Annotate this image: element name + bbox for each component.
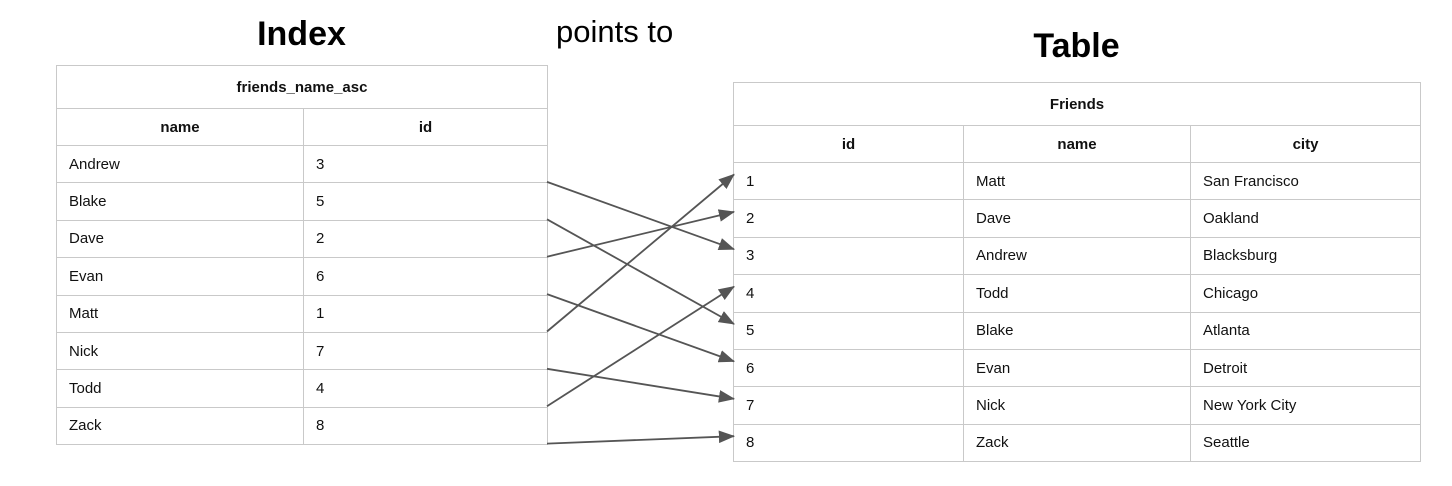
- index-cell-id: 4: [303, 369, 548, 408]
- friends-cell-id: 1: [733, 161, 964, 201]
- table-row: Nick 7: [56, 331, 548, 371]
- friends-cell-city: Oakland: [1189, 199, 1422, 238]
- friends-cell-name: Blake: [963, 311, 1191, 350]
- table-row: 6 Evan Detroit: [733, 348, 1422, 388]
- pointer-arrow: [546, 293, 736, 363]
- points-to-caption: points to: [556, 14, 674, 49]
- index-heading: Index: [257, 15, 346, 53]
- index-cell-id: 6: [303, 257, 548, 296]
- friends-cell-city: New York City: [1189, 386, 1422, 425]
- table-row: 4 Todd Chicago: [733, 274, 1422, 313]
- pointer-arrows: [546, 173, 736, 445]
- index-table-body: friends_name_asc name id Andrew 3 Blake …: [56, 65, 548, 446]
- table-row: 1 Matt San Francisco: [733, 161, 1422, 201]
- table-row: 7 Nick New York City: [733, 386, 1422, 425]
- friends-col-header-name: name: [963, 125, 1191, 163]
- friends-cell-id: 5: [733, 311, 964, 350]
- friends-cell-name: Andrew: [963, 236, 1191, 276]
- index-cell-name: Dave: [56, 219, 304, 259]
- index-title-row: friends_name_asc: [56, 65, 548, 109]
- friends-cell-id: 7: [733, 386, 964, 425]
- friends-col-header-city: city: [1189, 125, 1422, 163]
- friends-cell-city: Seattle: [1189, 423, 1422, 463]
- table-row: Andrew 3: [56, 144, 548, 184]
- friends-title-cell: Friends: [732, 82, 1422, 126]
- index-header-row: name id: [56, 108, 548, 146]
- friends-cell-name: Todd: [963, 274, 1191, 313]
- friends-cell-id: 8: [733, 423, 964, 463]
- index-title-cell: friends_name_asc: [56, 65, 548, 109]
- table-row: Zack 8: [56, 406, 548, 446]
- index-cell-id: 5: [303, 182, 548, 221]
- pointer-arrow: [546, 367, 736, 403]
- index-cell-id: 1: [303, 294, 548, 333]
- friends-cell-name: Nick: [963, 386, 1191, 425]
- index-cell-name: Andrew: [56, 144, 304, 184]
- table-row: 3 Andrew Blacksburg: [733, 236, 1422, 276]
- index-cell-name: Blake: [56, 182, 304, 221]
- index-cell-id: 7: [303, 331, 548, 371]
- table-row: 8 Zack Seattle: [733, 423, 1422, 463]
- friends-cell-name: Matt: [963, 161, 1191, 201]
- friends-col-header-id: id: [733, 125, 964, 163]
- index-cell-name: Evan: [56, 257, 304, 296]
- friends-cell-city: Detroit: [1189, 348, 1422, 388]
- table-row: Matt 1: [56, 294, 548, 333]
- pointer-arrow: [546, 285, 735, 407]
- friends-cell-id: 6: [733, 348, 964, 388]
- table-row: 5 Blake Atlanta: [733, 311, 1422, 350]
- index-cell-id: 3: [303, 144, 548, 184]
- friends-cell-id: 4: [733, 274, 964, 313]
- index-col-header-id: id: [303, 108, 548, 146]
- friends-cell-city: Blacksburg: [1189, 236, 1422, 276]
- index-cell-id: 2: [303, 219, 548, 259]
- index-table: friends_name_asc name id Andrew 3 Blake …: [56, 65, 548, 446]
- index-col-header-name: name: [56, 108, 304, 146]
- pointer-arrow: [546, 181, 736, 251]
- friends-cell-name: Dave: [963, 199, 1191, 238]
- friends-cell-name: Evan: [963, 348, 1191, 388]
- friends-cell-name: Zack: [963, 423, 1191, 463]
- table-row: Blake 5: [56, 182, 548, 221]
- pointer-arrow: [546, 209, 736, 258]
- friends-table: Friends id name city 1 Matt San Francisc…: [732, 82, 1422, 463]
- index-cell-id: 8: [303, 406, 548, 446]
- friends-cell-id: 2: [733, 199, 964, 238]
- index-cell-name: Matt: [56, 294, 304, 333]
- friends-table-body: Friends id name city 1 Matt San Francisc…: [732, 82, 1422, 463]
- table-row: Evan 6: [56, 257, 548, 296]
- table-row: 2 Dave Oakland: [733, 199, 1422, 238]
- friends-header-row: id name city: [733, 125, 1422, 163]
- pointer-arrow: [546, 218, 735, 325]
- index-cell-name: Todd: [56, 369, 304, 408]
- index-cell-name: Zack: [56, 406, 304, 446]
- pointer-arrow: [546, 173, 735, 333]
- table-heading: Table: [1033, 27, 1120, 65]
- friends-cell-city: Chicago: [1189, 274, 1422, 313]
- index-cell-name: Nick: [56, 331, 304, 371]
- table-row: Dave 2: [56, 219, 548, 259]
- friends-cell-city: Atlanta: [1189, 311, 1422, 350]
- friends-cell-city: San Francisco: [1189, 161, 1422, 201]
- friends-cell-id: 3: [733, 236, 964, 276]
- table-row: Todd 4: [56, 369, 548, 408]
- pointer-arrow: [546, 430, 736, 445]
- friends-title-row: Friends: [732, 82, 1422, 126]
